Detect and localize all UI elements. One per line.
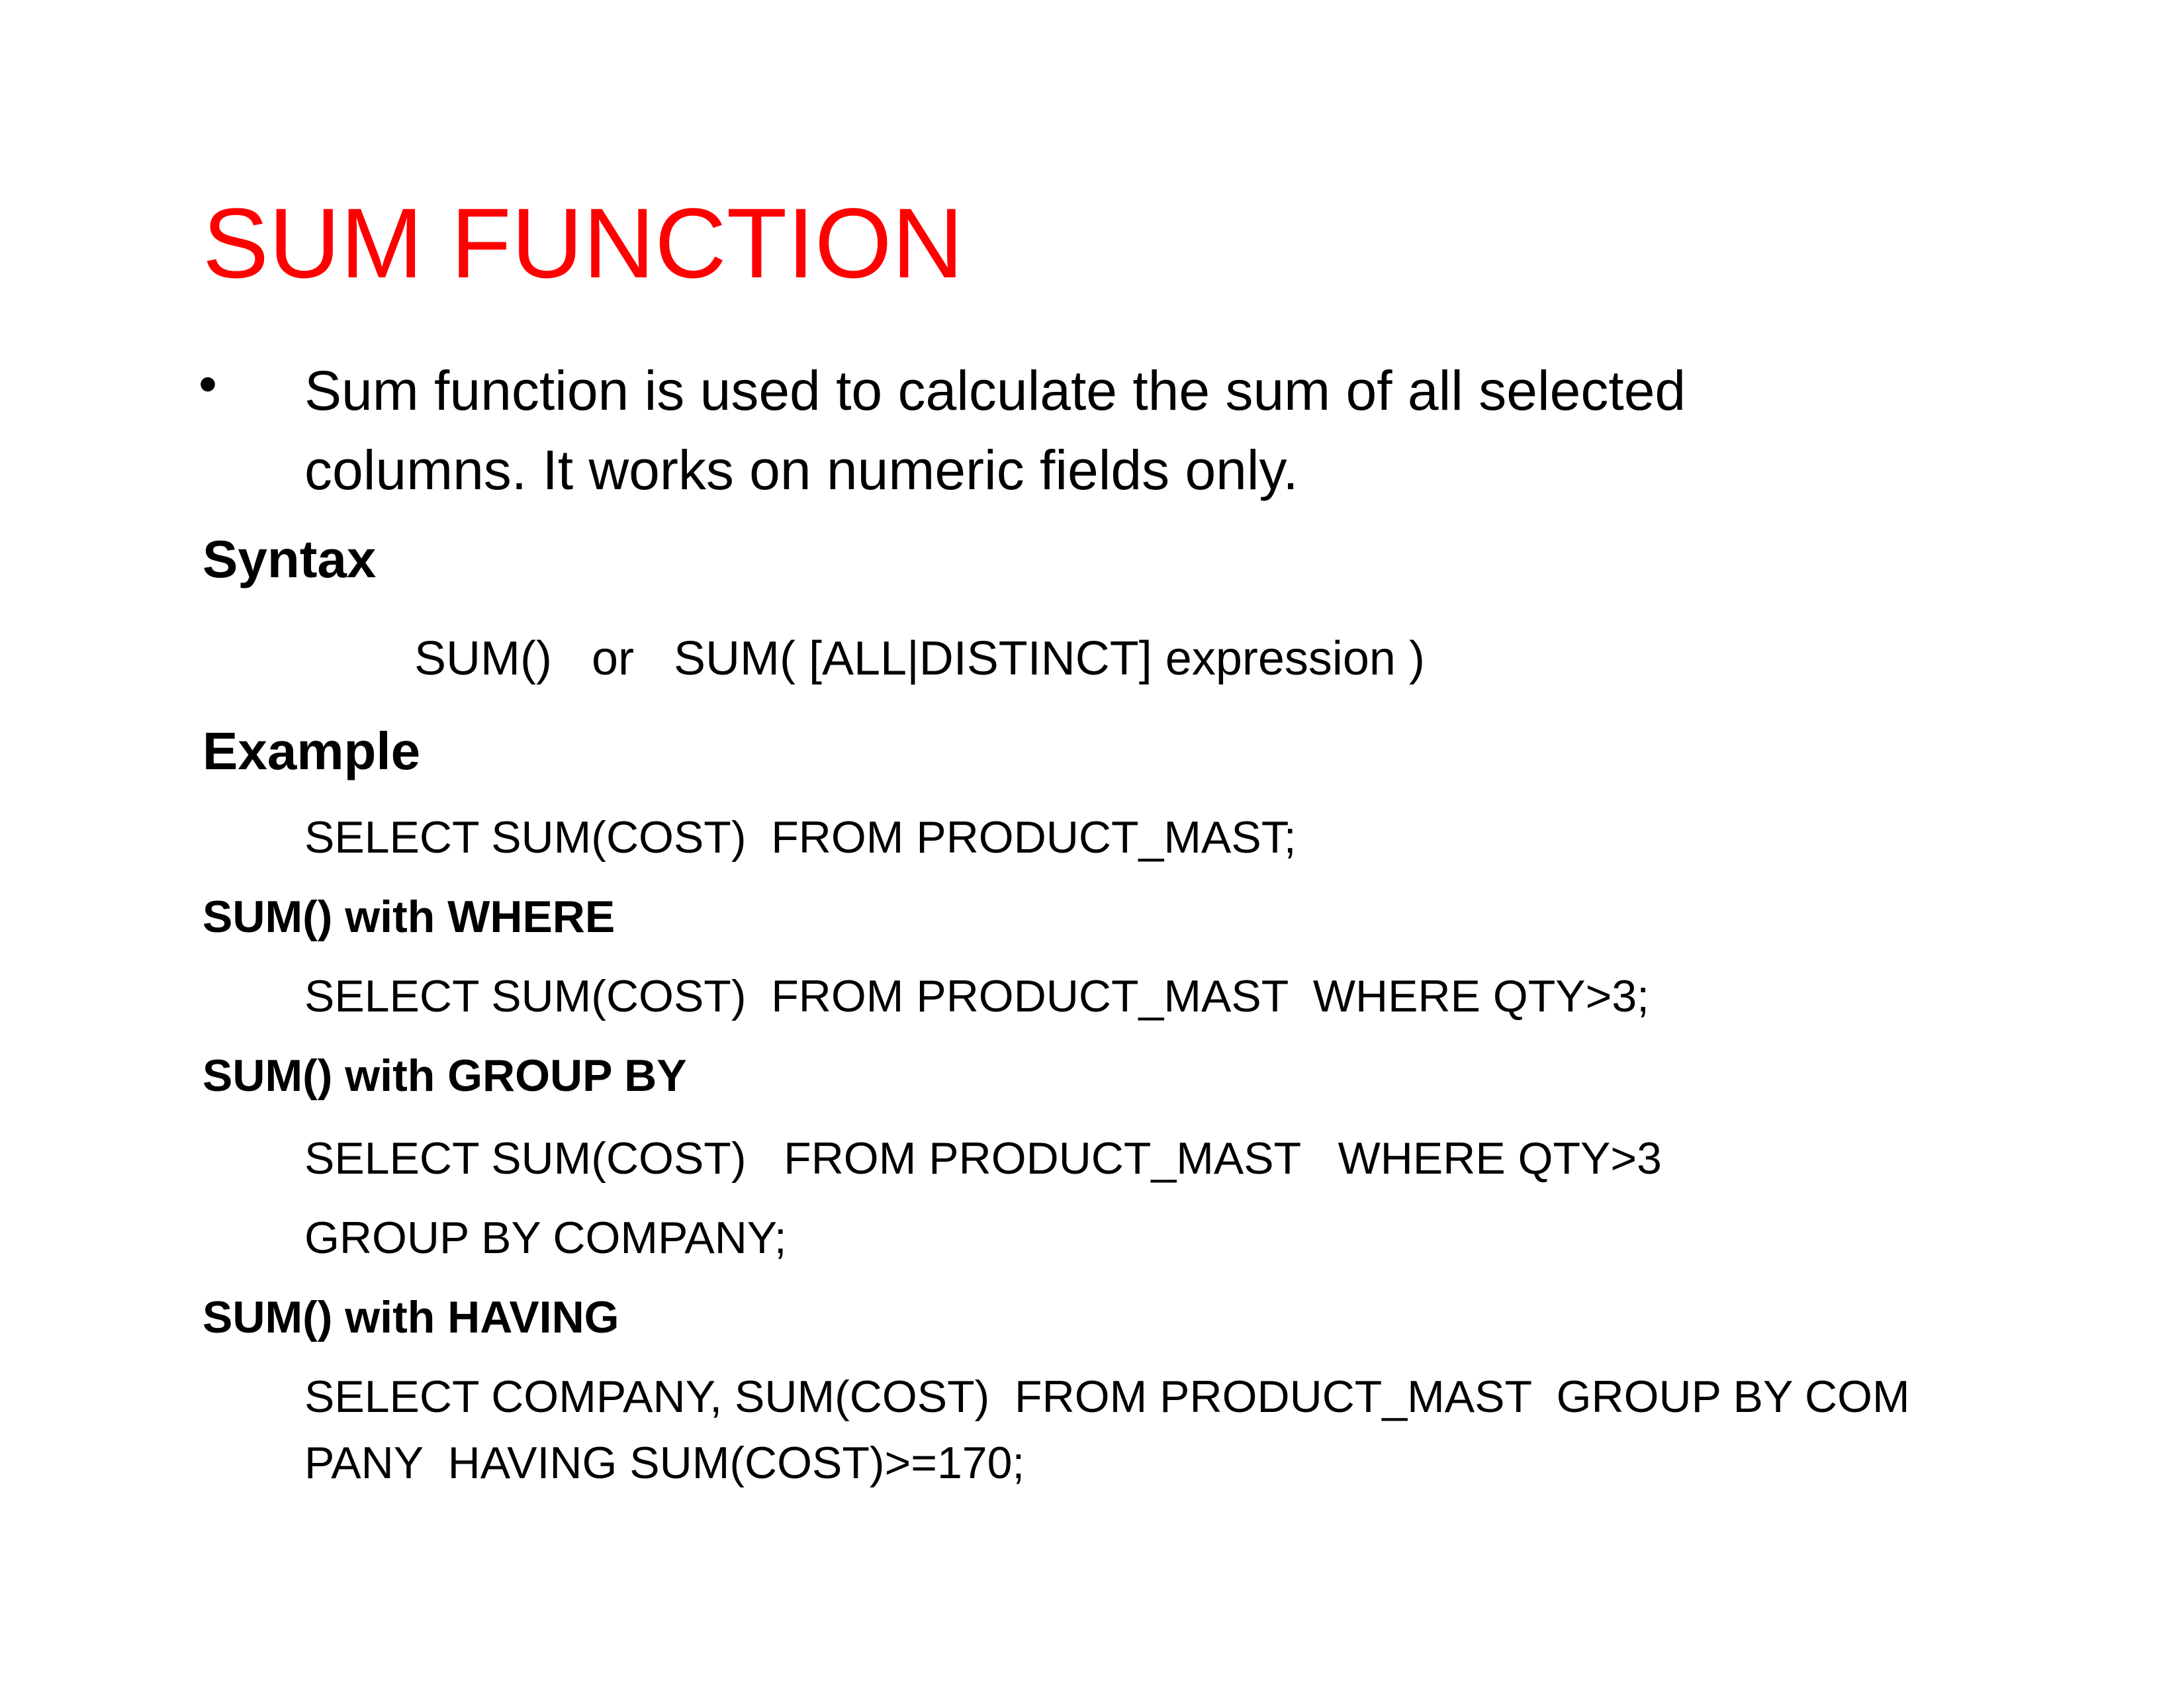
group-by-code-line-1: SELECT SUM(COST) FROM PRODUCT_MAST WHERE… [304, 1133, 1662, 1184]
having-code-line-2: PANY HAVING SUM(COST)>=170; [304, 1438, 1025, 1488]
where-heading: SUM() with WHERE [203, 892, 615, 942]
bullet-marker: • [199, 354, 218, 413]
slide-title: SUM FUNCTION [203, 187, 964, 299]
having-heading: SUM() with HAVING [203, 1292, 619, 1342]
group-by-code-line-2: GROUP BY COMPANY; [304, 1213, 787, 1263]
bullet-line-2: columns. It works on numeric fields only… [304, 439, 1298, 501]
example-heading: Example [203, 722, 421, 780]
group-by-heading: SUM() with GROUP BY [203, 1051, 687, 1101]
syntax-text: SUM() or SUM( [ALL|DISTINCT] expression … [414, 632, 1425, 685]
syntax-heading: Syntax [203, 530, 377, 588]
example-code: SELECT SUM(COST) FROM PRODUCT_MAST; [304, 812, 1297, 863]
having-code-line-1: SELECT COMPANY, SUM(COST) FROM PRODUCT_M… [304, 1372, 1910, 1422]
bullet-line-1: Sum function is used to calculate the su… [304, 359, 1686, 422]
where-code: SELECT SUM(COST) FROM PRODUCT_MAST WHERE… [304, 971, 1650, 1021]
bullet-text: Sum function is used to calculate the su… [304, 351, 1959, 510]
